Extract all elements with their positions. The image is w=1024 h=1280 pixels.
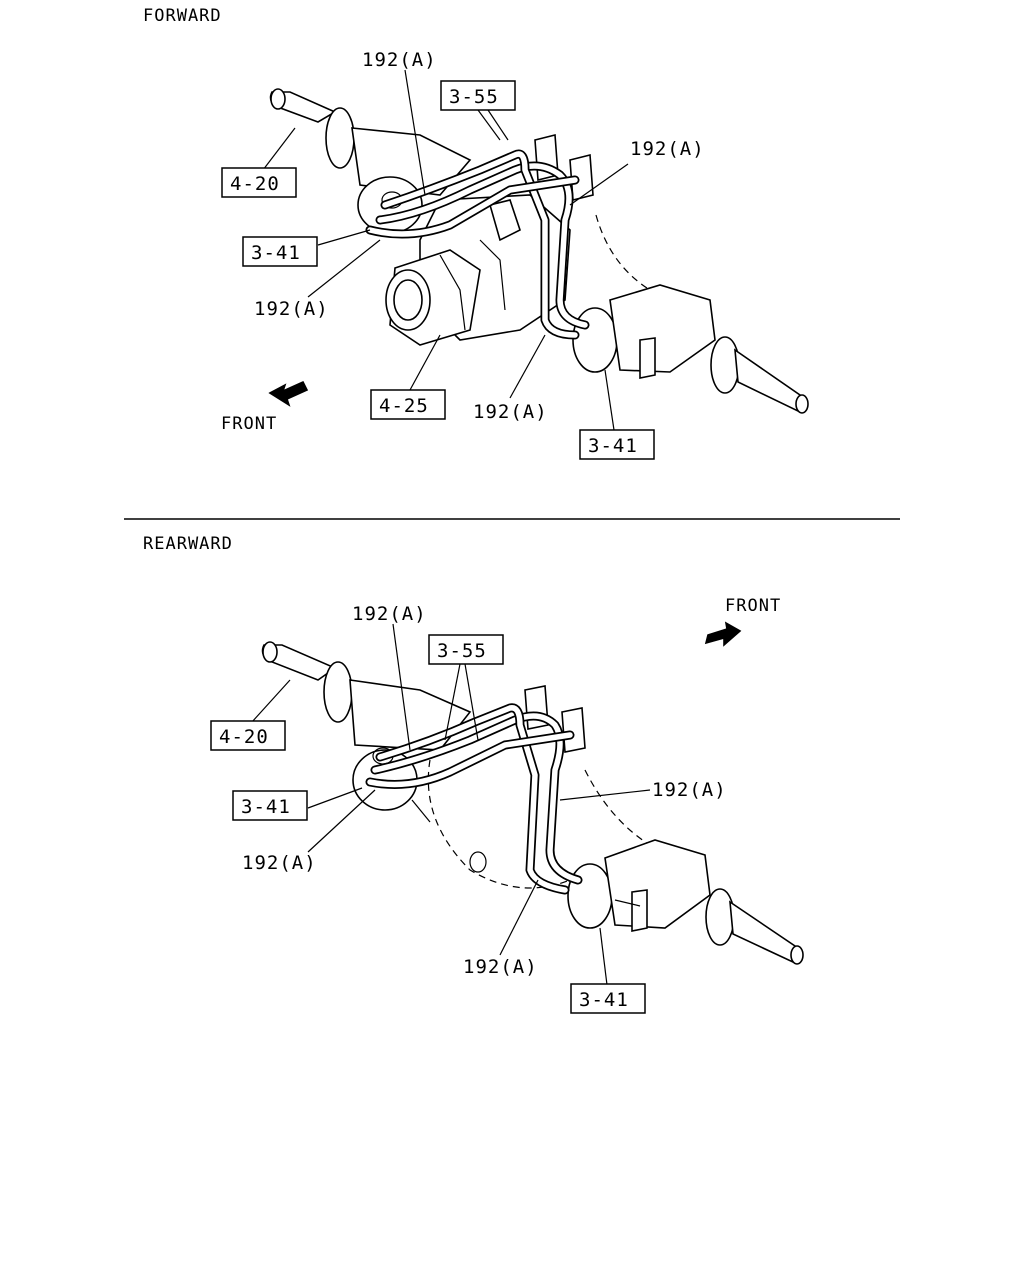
callout-192a: 192(A) bbox=[254, 298, 329, 320]
front-arrow-icon bbox=[704, 621, 742, 647]
callout-192a: 192(A) bbox=[352, 603, 427, 625]
callout-4-20: 4-20 bbox=[219, 726, 269, 748]
callout-4-25: 4-25 bbox=[379, 395, 429, 417]
forward-axle-illustration bbox=[268, 88, 809, 414]
forward-section-title: FORWARD bbox=[143, 6, 222, 26]
callout-192a: 192(A) bbox=[473, 401, 548, 423]
callout-3-41: 3-41 bbox=[588, 435, 638, 457]
forward-section: FORWARD bbox=[143, 6, 809, 460]
front-label: FRONT bbox=[221, 414, 277, 434]
callout-4-20: 4-20 bbox=[230, 173, 280, 195]
front-arrow-icon bbox=[268, 380, 309, 407]
callout-3-55: 3-55 bbox=[437, 640, 487, 662]
callout-192a: 192(A) bbox=[630, 138, 705, 160]
callout-3-41: 3-41 bbox=[579, 989, 629, 1011]
rearward-section: REARWARD bbox=[143, 534, 804, 1014]
callout-3-41: 3-41 bbox=[251, 242, 301, 264]
callout-192a: 192(A) bbox=[362, 49, 437, 71]
callout-192a: 192(A) bbox=[652, 779, 727, 801]
callout-192a: 192(A) bbox=[463, 956, 538, 978]
front-label: FRONT bbox=[725, 596, 781, 616]
callout-192a: 192(A) bbox=[242, 852, 317, 874]
callout-3-55: 3-55 bbox=[449, 86, 499, 108]
rearward-section-title: REARWARD bbox=[143, 534, 233, 554]
callout-3-41: 3-41 bbox=[241, 796, 291, 818]
rearward-axle-illustration bbox=[261, 621, 804, 965]
